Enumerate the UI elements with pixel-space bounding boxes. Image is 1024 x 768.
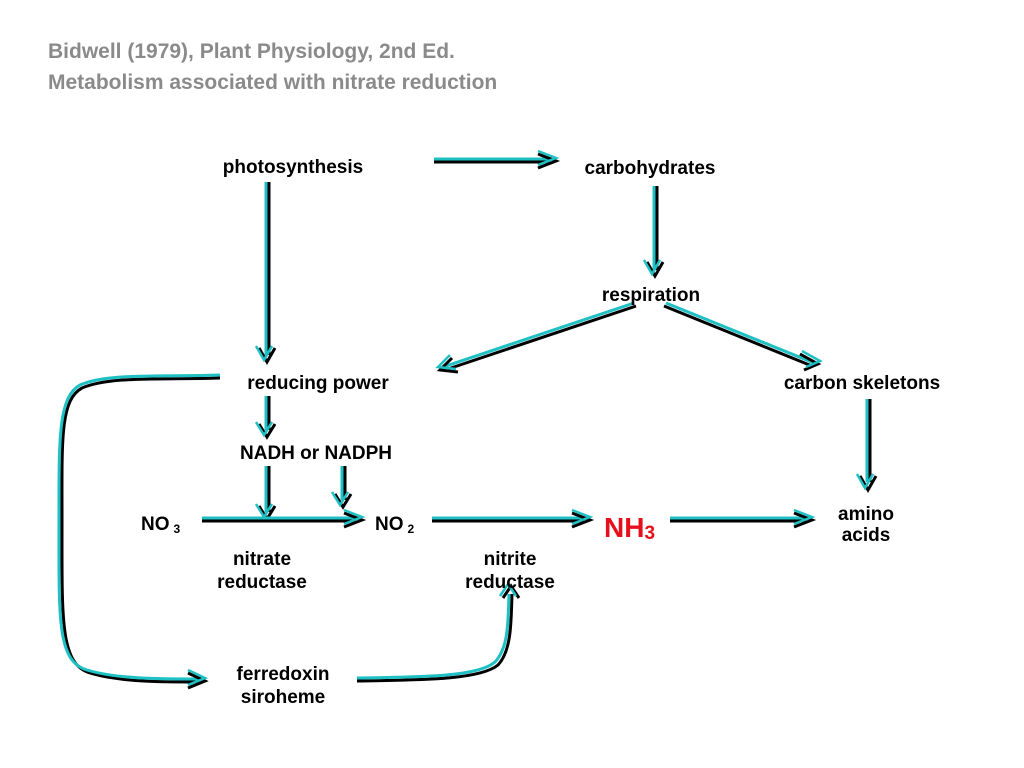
no3-subscript: 3	[173, 522, 181, 536]
nitrite-reductase-line-2: reductase	[465, 572, 555, 593]
nitrate-reductase-line-1: nitrate	[232, 549, 292, 570]
node-respiration: respiration	[601, 285, 701, 306]
no3-base: NO	[141, 514, 170, 535]
nh3-base: NH	[604, 512, 645, 543]
no2-base: NO	[375, 514, 404, 535]
arrow-respiration-to-reducing-power	[435, 301, 637, 374]
ferredoxin-line-2: siroheme	[240, 687, 326, 708]
enzyme-nitrate-reductase: nitrate reductase	[217, 548, 307, 594]
arrow-photosynthesis-to-reducing-power	[254, 182, 277, 366]
node-reducing-power: reducing power	[247, 373, 389, 394]
enzyme-nitrite-reductase: nitrite reductase	[465, 548, 555, 594]
arrow-no3-to-no2	[202, 508, 367, 529]
nh3-subscript: 3	[644, 523, 656, 544]
arrow-nadh-to-nitrate-reductase	[254, 466, 277, 522]
arrow-nh3-to-amino-acids	[670, 508, 817, 529]
arrow-reducing-power-to-nadh	[254, 396, 277, 440]
no2-subscript: 2	[407, 522, 415, 536]
arrow-carbohydrates-to-respiration	[642, 186, 665, 280]
arrow-no2-to-nh3	[432, 508, 595, 529]
node-carbohydrates: carbohydrates	[584, 158, 716, 179]
nitrate-reductase-line-2: reductase	[217, 572, 307, 593]
node-ferredoxin-siroheme: ferredoxin siroheme	[237, 663, 330, 709]
node-amino-acids: amino acids	[838, 504, 894, 546]
title-line-1: Bidwell (1979), Plant Physiology, 2nd Ed…	[48, 40, 455, 63]
amino-acids-line-2: acids	[841, 525, 891, 546]
slide-title: Bidwell (1979), Plant Physiology, 2nd Ed…	[48, 36, 497, 98]
arrow-respiration-to-carbon-skeletons	[663, 301, 823, 372]
node-nh3: NH3	[604, 512, 655, 550]
arrow-reducing-power-to-ferredoxin	[57, 373, 221, 690]
node-carbon-skeletons: carbon skeletons	[783, 373, 941, 394]
arrow-ferredoxin-to-nitrite-reductase	[356, 581, 521, 683]
node-nadh-or-nadph: NADH or NADPH	[240, 443, 392, 464]
title-line-2: Metabolism associated with nitrate reduc…	[48, 71, 498, 94]
arrow-photosynthesis-to-carbohydrates	[434, 149, 561, 170]
arrow-nadh-to-no2	[330, 466, 353, 510]
ferredoxin-line-1: ferredoxin	[236, 664, 330, 685]
amino-acids-line-1: amino	[838, 504, 894, 525]
node-photosynthesis: photosynthesis	[222, 157, 364, 178]
nitrite-reductase-line-1: nitrite	[483, 549, 537, 570]
arrow-carbon-skeletons-to-amino-acids	[855, 399, 878, 494]
